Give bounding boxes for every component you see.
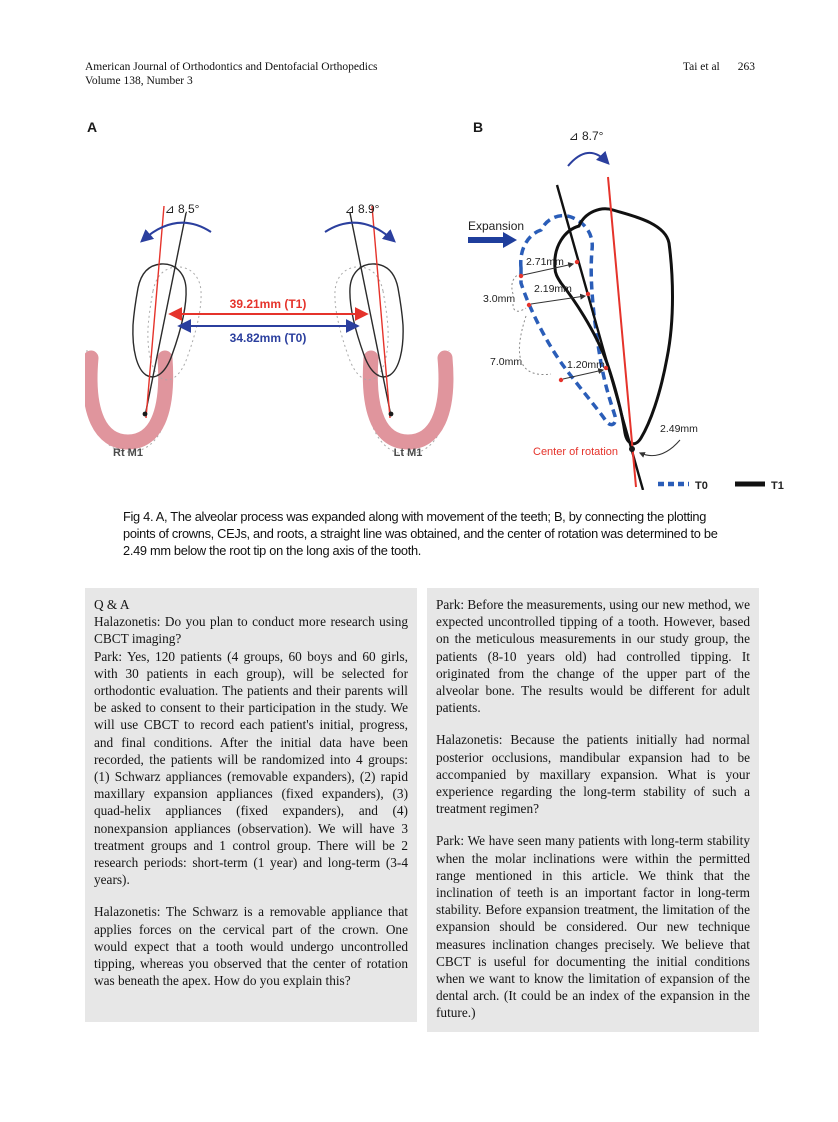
running-head: Tai et al 263	[683, 60, 755, 88]
right-angle-arc-arrow	[324, 221, 396, 243]
t1-distance-label: 39.21mm (T1)	[230, 297, 307, 311]
left-angle-arc-arrow	[140, 221, 212, 243]
panel-b-label: B	[473, 119, 483, 135]
crown-point-t0-dot	[518, 273, 524, 279]
cej-offset-label: 2.19mm	[534, 283, 572, 295]
left-first-molar-label: Lt M1	[394, 447, 423, 459]
legend-t0-label: T0	[695, 480, 708, 490]
qa-paragraph: Park: We have seen many patients with lo…	[436, 833, 750, 1021]
panel-b-angle-label: ⊿ 8.7°	[569, 129, 604, 143]
panel-a-label: A	[87, 119, 97, 135]
panel-b: B ⊿ 8.7° Expansion 2.71mm 2.19mm	[468, 119, 784, 490]
left-tooth-t1-outline	[132, 263, 187, 378]
left-angle-label: ⊿ 8.5°	[165, 202, 200, 216]
left-center-of-rotation-dot	[142, 411, 148, 417]
journal-info: American Journal of Orthodontics and Den…	[85, 60, 378, 88]
crown-cej-gap-label: 3.0mm	[483, 293, 515, 305]
crown-offset-arrow	[522, 262, 575, 276]
expansion-arrow	[468, 232, 517, 248]
crown-cej-gap-curve-upper	[511, 273, 520, 295]
t1-long-axis-line	[607, 176, 637, 488]
rotation-distance-arrow	[638, 439, 681, 458]
qa-paragraph: Halazonetis: Because the patients initia…	[436, 732, 750, 817]
t0-long-axis-line	[555, 184, 645, 490]
figure-4: A ⊿ 8.5°	[85, 119, 784, 490]
page-header: American Journal of Orthodontics and Den…	[85, 60, 755, 88]
root-offset-arrow	[562, 368, 605, 380]
crown-offset-label: 2.71mm	[526, 256, 564, 268]
page-number: 263	[737, 61, 755, 73]
cej-point-t1-dot	[585, 291, 591, 297]
right-first-molar-label: Rt M1	[113, 447, 143, 459]
cej-root-gap-label: 7.0mm	[490, 356, 522, 368]
left-tooth-t0-outline	[147, 266, 202, 381]
legend-t1-label: T1	[771, 480, 784, 490]
qa-paragraph: Halazonetis: Do you plan to conduct more…	[94, 614, 408, 647]
cej-point-t0-dot	[526, 302, 532, 308]
tooth-t0-dashed-outline	[519, 213, 618, 427]
panel-b-angle-arc-arrow	[567, 150, 610, 167]
right-angle-label: ⊿ 8.9°	[345, 202, 380, 216]
left-tooth-axis-t1-line	[145, 205, 165, 419]
crown-cej-gap-curve-lower	[512, 303, 527, 312]
t0-distance-label: 34.82mm (T0)	[230, 331, 307, 345]
journal-volume: Volume 138, Number 3	[85, 75, 193, 87]
crown-point-t1-dot	[574, 259, 580, 265]
right-tooth-axis-t1-line	[371, 205, 391, 419]
figure-legend: T0 T1	[658, 480, 784, 490]
left-gum	[85, 350, 174, 450]
qa-heading: Q & A	[94, 597, 130, 612]
root-point-t1-dot	[603, 365, 609, 371]
figure-caption-label: Fig 4.	[123, 509, 154, 524]
center-of-rotation-label: Center of rotation	[533, 446, 618, 458]
panel-a: A ⊿ 8.5°	[85, 119, 454, 459]
qa-paragraph: Park: Yes, 120 patients (4 groups, 60 bo…	[94, 648, 408, 888]
figure-caption-text: A, The alveolar process was expanded alo…	[123, 509, 718, 558]
right-center-of-rotation-dot	[388, 411, 394, 417]
right-tooth-axis-t0-line	[349, 212, 392, 417]
rotation-distance-label: 2.49mm	[660, 423, 698, 435]
cej-root-gap-curve	[518, 315, 552, 375]
right-gum	[362, 350, 454, 450]
qa-right-column: Park: Before the measurements, using our…	[427, 588, 759, 1032]
cej-offset-arrow	[530, 293, 587, 305]
figure-caption: Fig 4. A, The alveolar process was expan…	[123, 509, 738, 560]
tooth-t1-solid-outline	[553, 207, 674, 446]
qa-paragraph: Park: Before the measurements, using our…	[436, 597, 750, 716]
center-of-rotation-dot	[629, 446, 635, 452]
root-point-t0-dot	[558, 377, 564, 383]
right-tooth-t0-outline	[334, 266, 389, 381]
right-tooth-t1-outline	[349, 263, 404, 378]
left-tooth-axis-t0-line	[144, 212, 187, 417]
journal-title: American Journal of Orthodontics and Den…	[85, 61, 378, 73]
qa-paragraph: Halazonetis: The Schwarz is a removable …	[94, 904, 408, 989]
qa-left-column: Q & A Halazonetis: Do you plan to conduc…	[85, 588, 417, 1022]
expansion-label: Expansion	[468, 219, 524, 233]
root-offset-label: 1.20mm	[567, 359, 605, 371]
citation: Tai et al	[682, 61, 720, 73]
